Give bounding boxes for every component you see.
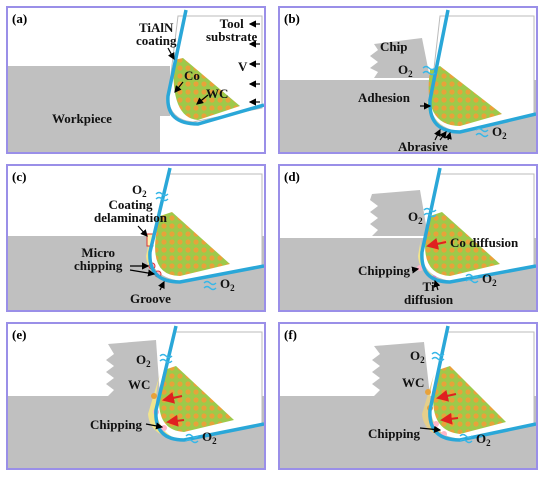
arrow-chipping <box>145 422 164 430</box>
o2-top-label: O2 <box>398 62 413 79</box>
wc-label: WC <box>206 86 229 101</box>
panel-c-tag: (c) <box>12 169 27 184</box>
chip-label: Chip <box>380 39 408 54</box>
wc-grain-loss-1 <box>425 389 431 395</box>
panel-e-tag: (e) <box>12 327 27 342</box>
o2-top-label: O2 <box>132 182 147 199</box>
oxygen-waves-bottom <box>459 433 473 444</box>
oxygen-waves-bottom <box>475 127 489 138</box>
tialn-coating <box>154 325 264 442</box>
oxygen-waves-top <box>422 65 436 76</box>
panel-e-drawing <box>8 325 264 468</box>
tialn-coating <box>428 9 536 134</box>
panel-f: (f) O2 WC Chipping O2 <box>278 322 538 470</box>
arrow-ti-diffusion <box>433 279 441 291</box>
panel-a: (a) TiAlN coating Tool substrate Co V WC… <box>6 6 266 154</box>
micro-chipping-label: Micro chipping <box>74 245 123 273</box>
arrow-chipping <box>411 266 420 274</box>
workpiece-label: Workpiece <box>52 111 112 126</box>
wc-label: WC <box>128 377 151 392</box>
panel-c: (c) O2 Coating delamination Micro chippi… <box>6 164 266 312</box>
panel-b: (b) Chip O2 Adhesion Abrasive O2 <box>278 6 538 154</box>
arrow-diffusion-1 <box>162 391 183 404</box>
wc-grain-loss-1 <box>151 393 157 399</box>
panel-d-drawing <box>280 167 536 310</box>
o2-top-label: O2 <box>408 209 423 226</box>
abrasive-arrows <box>434 128 452 141</box>
arrow-micro-chip-2 <box>129 269 156 277</box>
oxygen-waves-bottom <box>203 280 217 291</box>
chipping-label: Chipping <box>90 417 143 432</box>
arrow-delamination <box>137 225 148 237</box>
wc-grains-region <box>425 212 500 276</box>
chip <box>372 342 430 396</box>
co-diffusion-label: Co diffusion <box>450 235 519 250</box>
o2-bottom-label: O2 <box>476 431 491 448</box>
arrow-co-diffusion <box>426 237 447 250</box>
tool-substrate-label: Tool substrate <box>206 16 258 44</box>
panel-a-tag: (a) <box>12 11 28 26</box>
o2-top-label: O2 <box>410 348 425 365</box>
adhesion-label: Adhesion <box>358 90 411 105</box>
arrow-groove <box>158 280 165 291</box>
chip <box>106 340 160 396</box>
panel-f-drawing <box>280 325 536 468</box>
oxygen-waves-bottom <box>465 273 479 284</box>
wc-grains-region <box>173 58 240 120</box>
panel-d-tag: (d) <box>284 169 300 184</box>
tialn-coating <box>166 9 264 126</box>
panel-b-tag: (b) <box>284 11 300 26</box>
arrow-co <box>174 81 184 93</box>
groove-label: Groove <box>130 291 171 306</box>
oxygen-waves-top <box>423 207 437 218</box>
oxygen-waves-bottom <box>185 433 199 444</box>
abrasive-label: Abrasive <box>398 139 448 154</box>
arrow-diffusion-1 <box>436 389 457 402</box>
chip <box>370 38 430 78</box>
chipping-label: Chipping <box>368 426 421 441</box>
o2-bottom-label: O2 <box>202 429 217 446</box>
wc-grains-region <box>155 212 230 276</box>
ti-diffusion-label: Ti diffusion <box>404 279 454 307</box>
chip <box>370 190 428 236</box>
panel-a-drawing <box>8 9 264 152</box>
uncut-layer <box>160 66 170 116</box>
coating-delamination-label: Coating delamination <box>94 197 167 225</box>
oxygen-waves-top <box>431 351 445 362</box>
tialn-coating <box>148 167 264 284</box>
o2-bottom-label: O2 <box>220 276 235 293</box>
oxygen-waves-top <box>159 353 173 364</box>
wc-grains-region <box>428 66 502 126</box>
panel-b-drawing <box>280 9 536 152</box>
arrow-diffusion-2 <box>166 414 185 427</box>
tialn-coating <box>420 167 536 284</box>
tialn-coating-label: TiAlN coating <box>136 20 177 48</box>
workpiece-block <box>8 66 160 152</box>
arrow-diffusion-2 <box>440 412 459 425</box>
panel-f-tag: (f) <box>284 327 297 342</box>
wc-label: WC <box>402 375 425 390</box>
panel-c-drawing <box>8 167 264 310</box>
chipping-label: Chipping <box>358 263 411 278</box>
arrow-chipping <box>419 425 442 433</box>
panel-d: (d) O2 Co diffusion Chipping Ti diffusio… <box>278 164 538 312</box>
o2-bottom-label: O2 <box>482 271 497 288</box>
panel-e: (e) O2 WC Chipping O2 <box>6 322 266 470</box>
v-label: V <box>238 59 248 74</box>
co-label: Co <box>184 68 200 83</box>
o2-bottom-label: O2 <box>492 124 507 141</box>
o2-top-label: O2 <box>136 352 151 369</box>
oxygen-waves-top <box>155 191 169 202</box>
arrow-coating <box>167 47 175 61</box>
wc-grain-loss-3 <box>433 421 439 427</box>
arrow-wc <box>196 94 209 105</box>
velocity-arrows <box>248 20 260 106</box>
